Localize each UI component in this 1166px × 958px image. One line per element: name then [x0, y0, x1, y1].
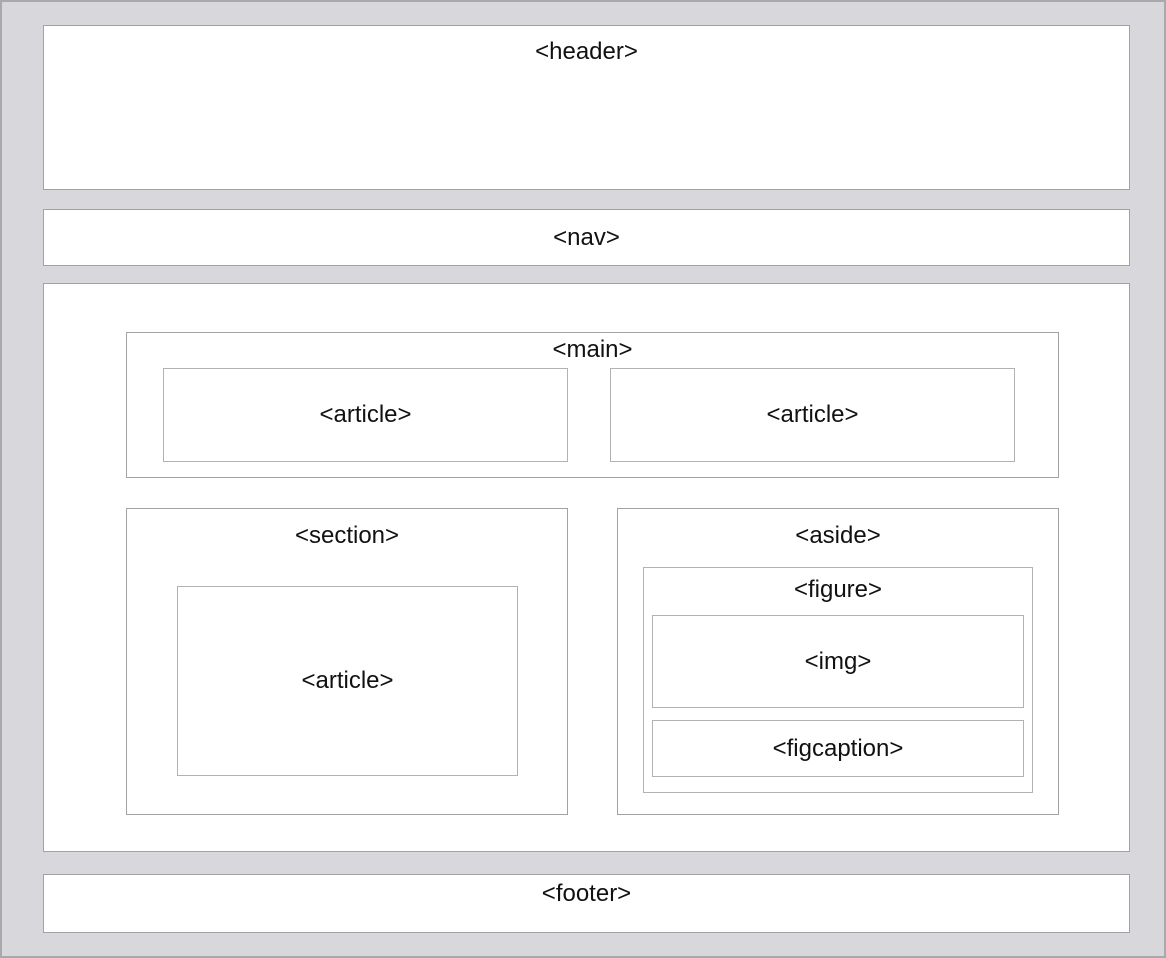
aside-box: <aside> <figure> <img> <figcaption> — [617, 508, 1059, 815]
content-wrapper-box: <main> <article> <article> <section> <ar… — [43, 283, 1130, 852]
nav-label: <nav> — [553, 223, 620, 251]
footer-box: <footer> — [43, 874, 1130, 933]
article-label: <article> — [766, 401, 859, 428]
figcaption-box: <figcaption> — [652, 720, 1024, 777]
main-box: <main> <article> <article> — [126, 332, 1059, 478]
header-box: <header> — [43, 25, 1130, 190]
article-label: <article> — [319, 401, 412, 428]
header-label: <header> — [535, 38, 638, 65]
img-label: <img> — [804, 647, 872, 675]
aside-label: <aside> — [795, 522, 881, 549]
img-box: <img> — [652, 615, 1024, 708]
section-box: <section> <article> — [126, 508, 568, 815]
nav-box: <nav> — [43, 209, 1130, 266]
footer-label: <footer> — [541, 880, 632, 907]
article-box: <article> — [610, 368, 1015, 462]
section-label: <section> — [294, 522, 400, 549]
figure-box: <figure> <img> <figcaption> — [643, 567, 1033, 793]
figcaption-label: <figcaption> — [772, 734, 904, 762]
article-box: <article> — [177, 586, 518, 776]
figure-label: <figure> — [793, 576, 883, 603]
article-label: <article> — [301, 667, 394, 694]
article-box: <article> — [163, 368, 568, 462]
main-label: <main> — [552, 336, 633, 363]
